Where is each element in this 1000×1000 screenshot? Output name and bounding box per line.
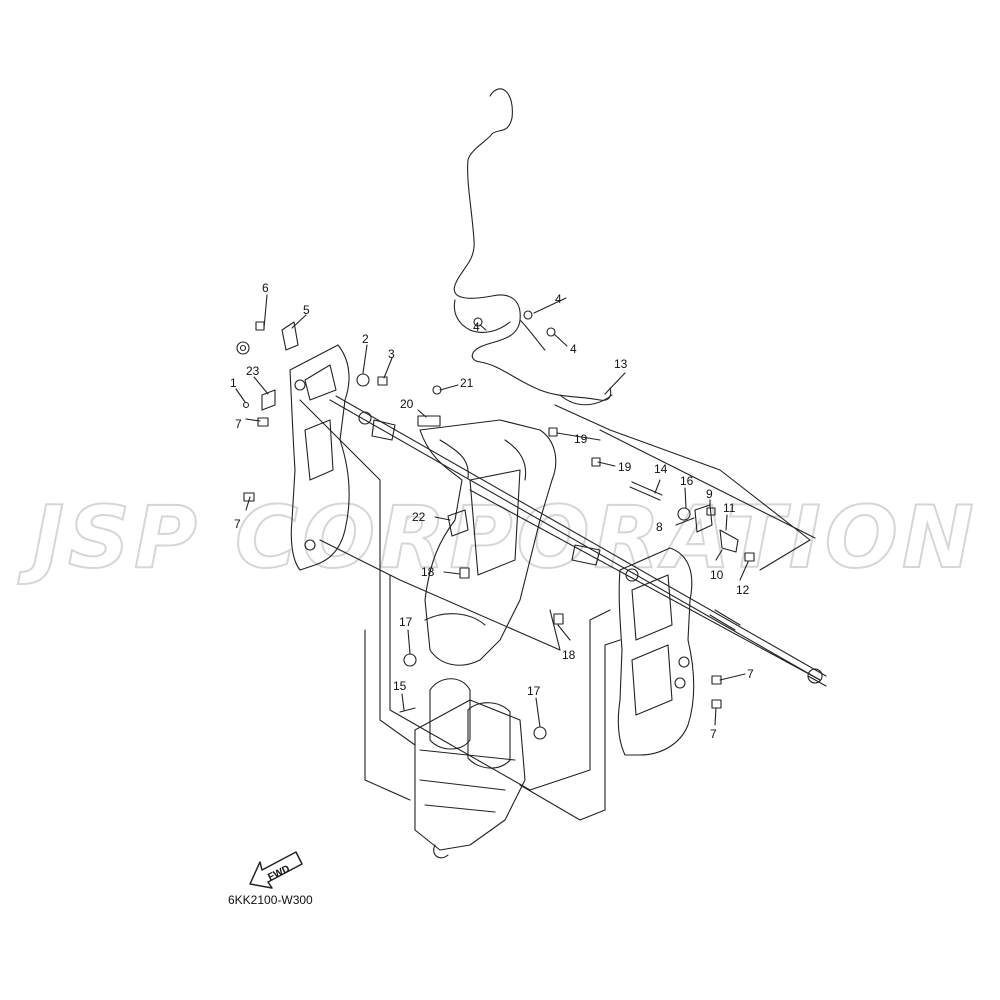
callout-7: 7: [235, 417, 242, 431]
callout-11: 11: [723, 501, 736, 515]
callout-7: 7: [234, 517, 241, 531]
wire-harness: [453, 88, 612, 401]
callout-17: 17: [527, 684, 541, 698]
fwd-arrow-icon: FWD: [249, 851, 303, 889]
callout-2: 2: [362, 332, 369, 346]
tilt-shaft: [329, 399, 821, 681]
tilt-trim-unit: [414, 699, 526, 851]
callout-18: 18: [421, 565, 435, 579]
callout-19: 19: [618, 460, 632, 474]
callout-7: 7: [710, 727, 717, 741]
callout-4: 4: [570, 342, 577, 356]
callout-21: 21: [460, 376, 474, 390]
callout-18: 18: [562, 648, 576, 662]
callout-labels: 6 5 2 3 23 1 7 7 4 4 4 13 21 20 19 19 14…: [230, 281, 754, 741]
callout-15: 15: [393, 679, 407, 693]
callout-7: 7: [747, 667, 754, 681]
drawing-code: 6KK2100-W300: [228, 893, 313, 907]
callout-19: 19: [574, 432, 588, 446]
callout-13: 13: [614, 357, 628, 371]
callout-5: 5: [303, 303, 310, 317]
swivel-bracket: [419, 419, 557, 666]
callout-6: 6: [262, 281, 269, 295]
callout-20: 20: [400, 397, 414, 411]
callout-23: 23: [246, 364, 260, 378]
callout-12: 12: [736, 583, 750, 597]
callout-17: 17: [399, 615, 413, 629]
callout-22: 22: [412, 510, 426, 524]
callout-8: 8: [656, 520, 663, 534]
callout-4: 4: [555, 292, 562, 306]
callout-10: 10: [710, 568, 724, 582]
callout-1: 1: [230, 376, 237, 390]
left-clamp-bracket: [289, 344, 350, 571]
callout-3: 3: [388, 347, 395, 361]
callout-9: 9: [706, 487, 713, 501]
callout-14: 14: [654, 462, 668, 476]
right-clamp-bracket: [617, 547, 695, 756]
callout-16: 16: [680, 474, 694, 488]
callout-4: 4: [473, 320, 480, 334]
